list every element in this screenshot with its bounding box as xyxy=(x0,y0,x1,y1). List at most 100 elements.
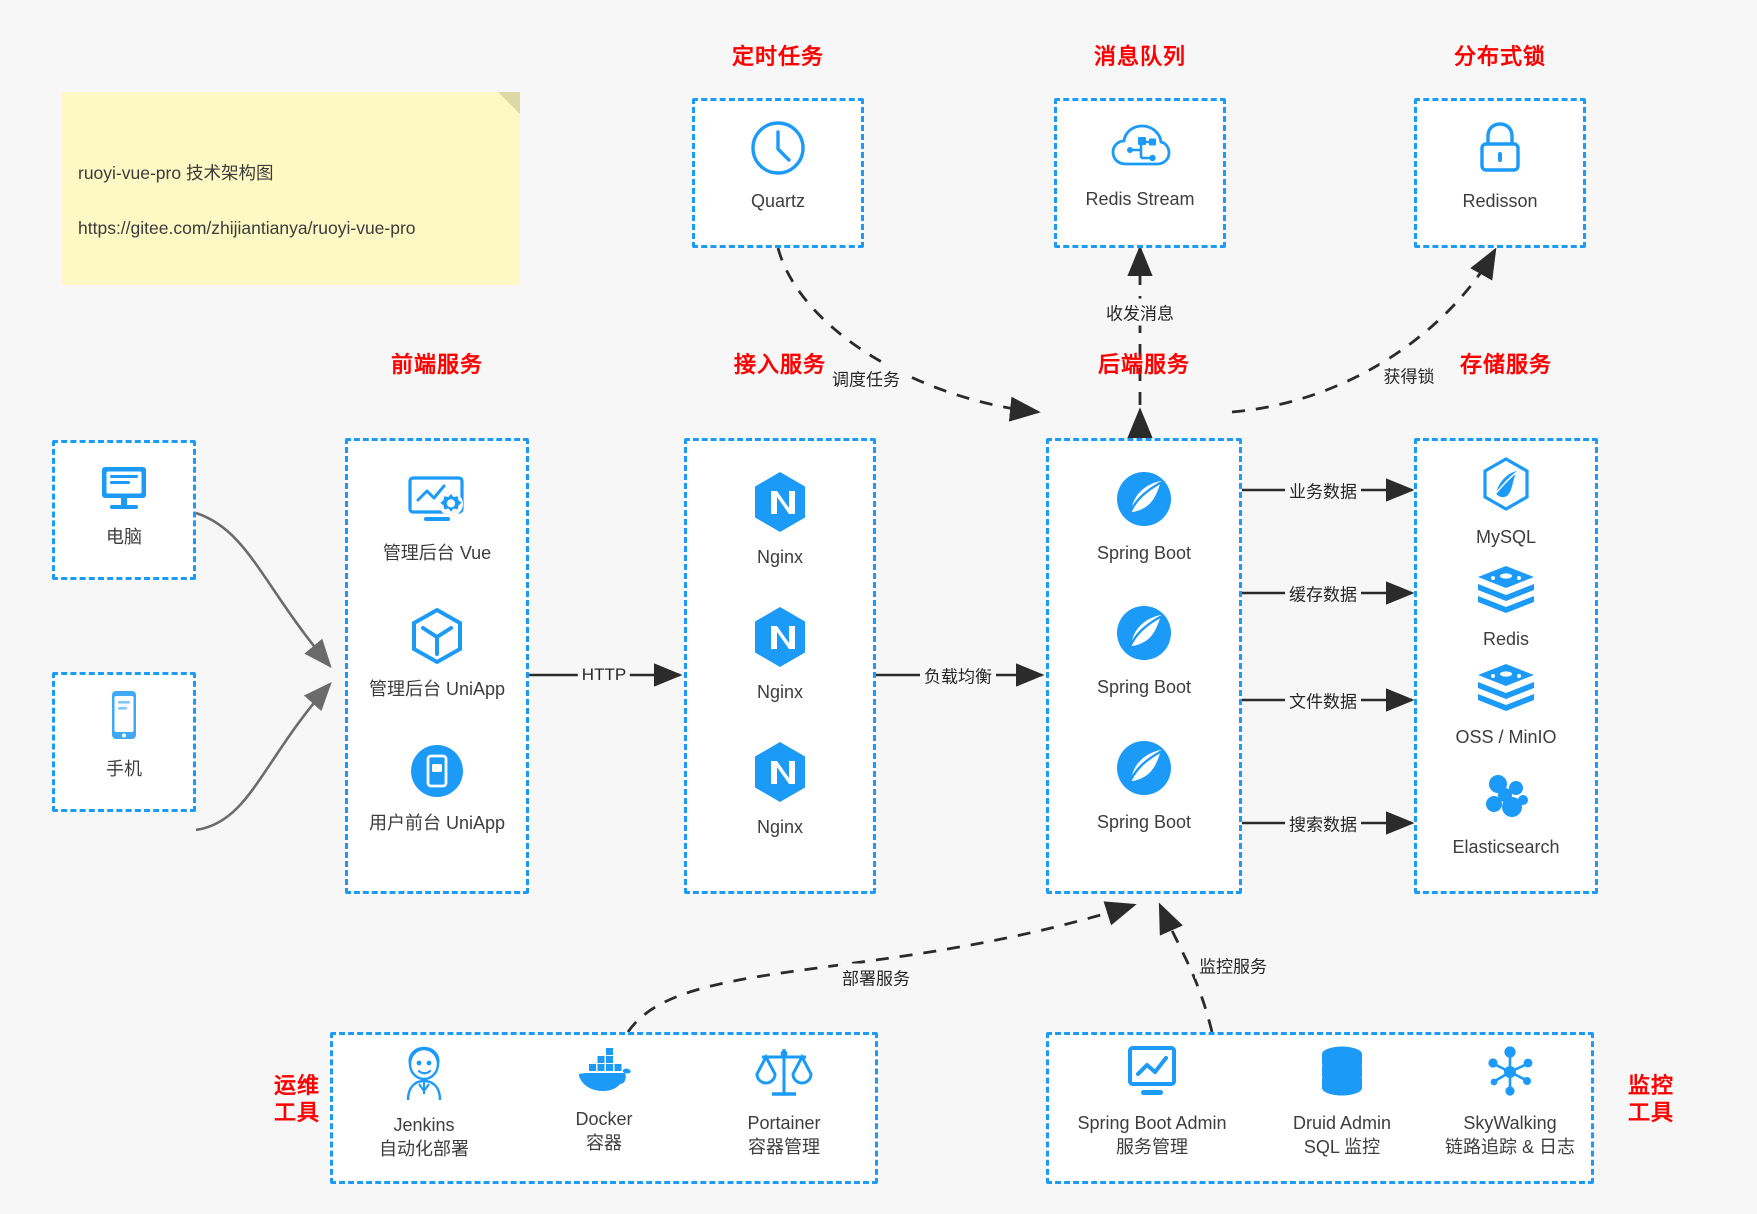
node-label: Nginx xyxy=(756,682,804,702)
node-sublabel: 自动化部署 xyxy=(379,1138,469,1159)
node-nginx-2[interactable]: Nginx xyxy=(684,605,876,705)
node-jenkins[interactable]: Jenkins 自动化部署 xyxy=(344,1044,504,1162)
node-label: 管理后台 UniApp xyxy=(368,679,506,699)
cube-icon xyxy=(407,606,467,671)
group-label-frontend: 前端服务 xyxy=(390,352,483,377)
node-sublabel: 容器 xyxy=(586,1132,622,1153)
edge-label-mq-message: 收发消息 xyxy=(1102,298,1178,326)
node-label: Redisson xyxy=(1462,191,1538,211)
scales-icon xyxy=(754,1044,814,1105)
node-label: Spring Boot xyxy=(1096,543,1192,563)
node-spring-boot-3[interactable]: Spring Boot xyxy=(1046,737,1242,835)
group-box-monitoring xyxy=(1046,1032,1594,1184)
monitor-gear-icon xyxy=(406,472,468,535)
group-box-desktop xyxy=(52,440,196,580)
note-line-2: https://gitee.com/zhijiantianya/ruoyi-vu… xyxy=(78,217,416,238)
diagram-note: ruoyi-vue-pro 技术架构图 https://gitee.com/zh… xyxy=(62,92,520,285)
redis-stack-icon xyxy=(1475,564,1537,621)
node-spring-boot-1[interactable]: Spring Boot xyxy=(1046,468,1242,566)
edge-label-file-data: 文件数据 xyxy=(1285,686,1361,714)
mysql-dolphin-icon xyxy=(1479,456,1533,519)
nginx-icon xyxy=(751,605,809,674)
node-elasticsearch[interactable]: Elasticsearch xyxy=(1414,770,1598,860)
node-sublabel: SQL 监控 xyxy=(1303,1136,1381,1157)
skywalking-node-icon xyxy=(1482,1044,1538,1105)
spring-leaf-icon xyxy=(1113,737,1175,804)
node-druid-admin[interactable]: Druid Admin SQL 监控 xyxy=(1262,1044,1422,1160)
node-spring-boot-admin[interactable]: Spring Boot Admin 服务管理 xyxy=(1056,1044,1248,1160)
node-label: 管理后台 Vue xyxy=(382,543,492,563)
node-mobile[interactable]: 手机 xyxy=(52,688,196,782)
clock-icon xyxy=(748,118,808,183)
node-nginx-3[interactable]: Nginx xyxy=(684,740,876,840)
edge-label-biz-data: 业务数据 xyxy=(1285,476,1361,504)
edge-label-load-balance: 负载均衡 xyxy=(920,661,996,689)
node-spring-boot-2[interactable]: Spring Boot xyxy=(1046,602,1242,700)
group-label-scheduler: 定时任务 xyxy=(731,44,824,69)
group-label-gateway: 接入服务 xyxy=(733,352,826,377)
note-fold-corner xyxy=(498,92,520,114)
node-skywalking[interactable]: SkyWalking 链路追踪 & 日志 xyxy=(1430,1044,1590,1160)
spring-leaf-icon xyxy=(1113,602,1175,669)
jenkins-butler-icon xyxy=(395,1044,453,1107)
node-oss-minio[interactable]: OSS / MinIO xyxy=(1414,662,1598,750)
node-redis-stream[interactable]: Redis Stream xyxy=(1054,120,1226,212)
group-label-backend: 后端服务 xyxy=(1097,352,1190,377)
node-label: 电脑 xyxy=(106,527,142,547)
group-box-mq xyxy=(1054,98,1226,248)
node-label: Quartz xyxy=(750,191,806,211)
elasticsearch-icon xyxy=(1478,770,1534,829)
node-docker[interactable]: Docker 容器 xyxy=(524,1044,684,1156)
node-user-uniapp[interactable]: 用户前台 UniApp xyxy=(345,742,529,836)
node-sublabel: 服务管理 xyxy=(1116,1136,1188,1157)
node-label: SkyWalking xyxy=(1463,1113,1557,1133)
cloud-stream-icon xyxy=(1109,120,1171,181)
node-label: Docker xyxy=(575,1109,633,1129)
group-label-lock: 分布式锁 xyxy=(1453,44,1546,69)
group-box-lock xyxy=(1414,98,1586,248)
node-label: 用户前台 UniApp xyxy=(368,813,506,833)
node-nginx-1[interactable]: Nginx xyxy=(684,470,876,570)
database-icon xyxy=(1314,1044,1370,1105)
edge-label-monitor: 监控服务 xyxy=(1195,951,1271,979)
mobile-icon xyxy=(102,688,146,751)
edge-label-http: HTTP xyxy=(577,664,631,686)
node-label: Druid Admin xyxy=(1292,1113,1392,1133)
node-desktop[interactable]: 电脑 xyxy=(52,462,196,550)
node-label: OSS / MinIO xyxy=(1455,727,1557,747)
edge-label-schedule: 调度任务 xyxy=(828,364,904,392)
desktop-icon xyxy=(97,462,151,519)
node-label: Redis Stream xyxy=(1085,189,1195,209)
lock-icon xyxy=(1472,118,1528,183)
node-label: Portainer xyxy=(747,1113,821,1133)
node-portainer[interactable]: Portainer 容器管理 xyxy=(704,1044,864,1160)
edge-label-search-data: 搜索数据 xyxy=(1285,809,1361,837)
group-label-storage: 存储服务 xyxy=(1459,352,1552,377)
node-admin-uniapp[interactable]: 管理后台 UniApp xyxy=(345,606,529,702)
node-sublabel: 容器管理 xyxy=(748,1136,820,1157)
group-box-frontend xyxy=(345,438,529,894)
node-label: Redis xyxy=(1482,629,1530,649)
monitor-chart-icon xyxy=(1122,1044,1182,1105)
node-sublabel: 链路追踪 & 日志 xyxy=(1444,1136,1575,1157)
note-line-1: ruoyi-vue-pro 技术架构图 xyxy=(78,163,274,184)
nginx-icon xyxy=(751,740,809,809)
edge-quartz-to-backend xyxy=(776,247,1041,422)
edge-label-get-lock: 获得锁 xyxy=(1379,361,1439,389)
node-mysql[interactable]: MySQL xyxy=(1414,456,1598,550)
node-label: Nginx xyxy=(756,817,804,837)
nginx-icon xyxy=(751,470,809,539)
node-redis[interactable]: Redis xyxy=(1414,564,1598,652)
node-label: Elasticsearch xyxy=(1452,837,1560,857)
group-label-devops: 运维 工具 xyxy=(273,1073,320,1125)
edge-backend-to-redisson xyxy=(1231,247,1497,414)
node-admin-vue[interactable]: 管理后台 Vue xyxy=(345,472,529,566)
node-label: MySQL xyxy=(1475,527,1536,547)
redis-stack-icon xyxy=(1475,662,1537,719)
node-redisson[interactable]: Redisson xyxy=(1414,118,1586,214)
group-label-monitoring: 监控 工具 xyxy=(1627,1073,1674,1125)
node-label: Jenkins xyxy=(393,1115,455,1135)
spring-leaf-icon xyxy=(1113,468,1175,535)
node-quartz[interactable]: Quartz xyxy=(692,118,864,214)
